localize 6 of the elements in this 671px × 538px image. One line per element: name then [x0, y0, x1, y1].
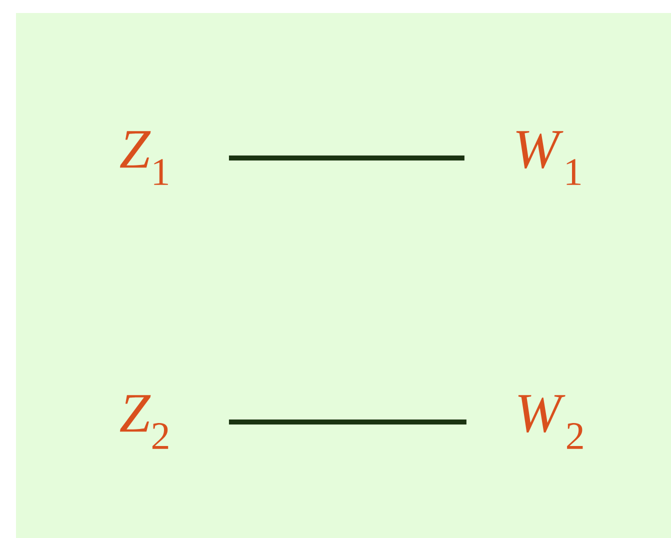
connector-line — [228, 420, 466, 424]
variable-label: W$_{1}$ — [516, 131, 580, 185]
variable-label: W$_{2}$ — [518, 395, 583, 449]
variable-label: Z$_{2}$ — [120, 395, 168, 449]
connector-line — [228, 156, 464, 160]
variable-label: Z$_{1}$ — [120, 131, 168, 185]
